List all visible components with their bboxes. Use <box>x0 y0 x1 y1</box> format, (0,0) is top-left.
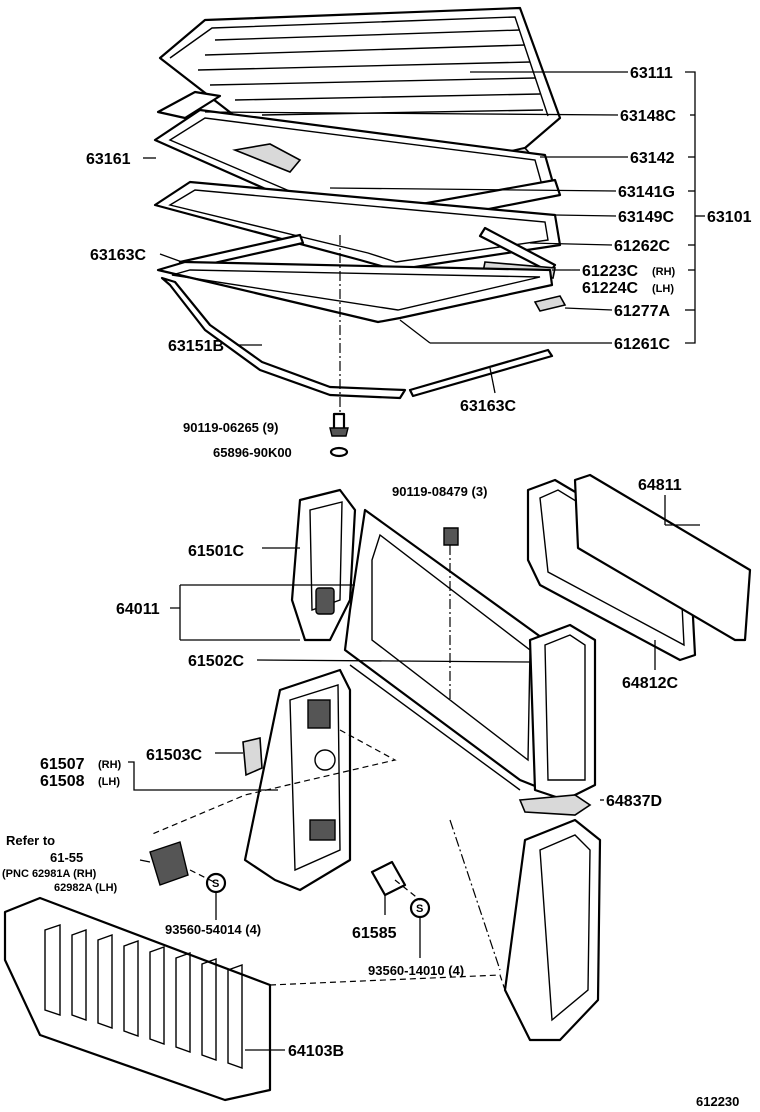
label-63163c-bottom: 63163C <box>460 398 516 415</box>
label-64812c: 64812C <box>622 675 678 692</box>
label-61501c: 61501C <box>188 543 244 560</box>
vent-grille <box>149 841 189 886</box>
label-61224c: 61224C <box>582 280 638 297</box>
washer <box>329 446 349 458</box>
label-63151b: 63151B <box>168 338 224 355</box>
label-64011: 64011 <box>116 601 160 618</box>
label-61508: 61508 <box>40 773 85 790</box>
svg-text:S: S <box>212 878 219 890</box>
back-glass <box>573 473 752 642</box>
roof-drip-molding <box>160 276 407 400</box>
label-93560-54014: 93560-54014 (4) <box>165 922 261 937</box>
label-63148c: 63148C <box>620 108 676 125</box>
label-refer-to: Refer to <box>6 833 55 848</box>
label-63149c: 63149C <box>618 209 674 226</box>
label-63163c-left: 63163C <box>90 247 146 264</box>
label-61508-side: (LH) <box>98 776 120 788</box>
back-panel <box>343 508 552 792</box>
back-pillar-upper <box>290 488 357 642</box>
label-refer-pnc: (PNC 62981A (RH) <box>2 868 97 880</box>
roof-leaders <box>143 71 705 394</box>
label-61262c: 61262C <box>614 238 670 255</box>
label-61261c: 61261C <box>614 336 670 353</box>
label-61503c: 61503C <box>146 747 202 764</box>
label-refer-pnc2: 62982A (LH) <box>54 882 118 894</box>
bolt <box>329 412 349 437</box>
back-pillar-right <box>518 623 597 816</box>
roof-labels: 63111 63148C 63161 63142 63141G 63149C 6… <box>86 65 752 460</box>
back-assembly: S S <box>3 473 752 1102</box>
roof-strip-lower <box>408 348 554 398</box>
roof-lower-frame <box>156 260 554 324</box>
plug-61585 <box>370 860 407 897</box>
label-90119-08479: 90119-08479 (3) <box>392 484 487 499</box>
label-61277a: 61277A <box>614 303 670 320</box>
roof-seal <box>156 90 222 120</box>
label-64103b: 64103B <box>288 1043 344 1060</box>
lower-rear-pillar <box>503 818 602 1042</box>
label-61507: 61507 <box>40 756 85 773</box>
quarter-inner-panel <box>243 668 352 892</box>
label-61224c-side: (LH) <box>652 283 674 295</box>
label-61507-side: (RH) <box>98 759 122 771</box>
label-64811: 64811 <box>638 477 682 494</box>
label-61223c-side: (RH) <box>652 266 676 278</box>
label-65896: 65896-90K00 <box>213 445 292 460</box>
svg-text:S: S <box>416 903 423 915</box>
label-63161: 63161 <box>86 151 131 168</box>
weatherstrip-frame <box>153 180 562 272</box>
label-63141g: 63141G <box>618 184 675 201</box>
label-64837d: 64837D <box>606 793 662 810</box>
label-63101: 63101 <box>707 209 752 226</box>
label-refer-page: 61-55 <box>50 850 83 865</box>
bolt-top <box>443 527 459 546</box>
diagram-code: 612230 <box>696 1094 739 1109</box>
label-61223c: 61223C <box>582 263 638 280</box>
label-61502c: 61502C <box>188 653 244 670</box>
label-63111: 63111 <box>630 65 673 82</box>
back-labels: 90119-08479 (3) 64811 61501C 64011 61502… <box>2 477 739 1109</box>
rear-floor-liner <box>3 896 272 1102</box>
back-leaders <box>128 495 700 1051</box>
label-93560-14010: 93560-14010 (4) <box>368 963 464 978</box>
roof-assembly <box>153 6 567 458</box>
label-61585: 61585 <box>352 925 397 942</box>
screw-left: S <box>205 872 227 894</box>
clip-61503c <box>242 737 263 777</box>
small-plate <box>533 295 567 312</box>
label-63142: 63142 <box>630 150 675 167</box>
label-90119-06265: 90119-06265 (9) <box>183 420 278 435</box>
screw-right: S <box>409 897 431 919</box>
